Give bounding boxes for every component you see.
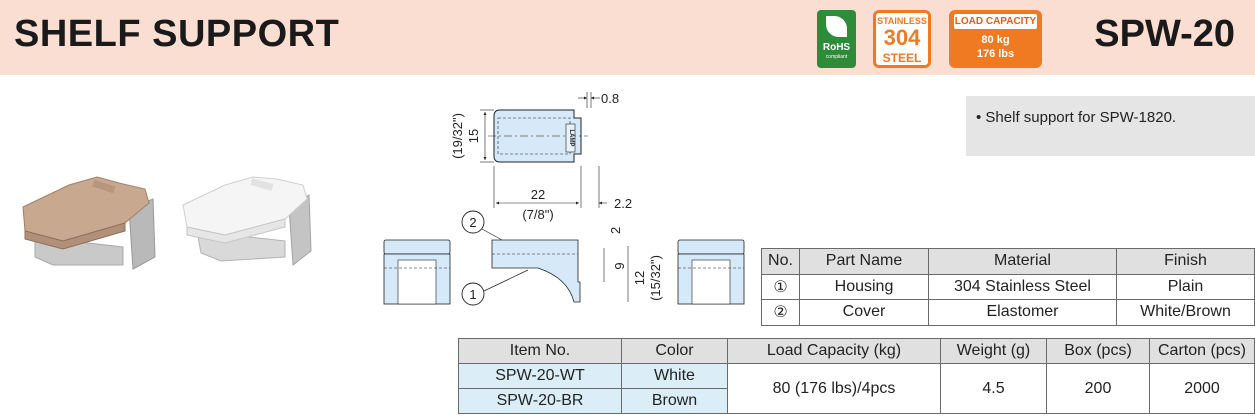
stainless-steel-badge: STAINLESS 304 STEEL — [873, 10, 931, 68]
model-number: SPW-20 — [1094, 13, 1235, 55]
part-no: ① — [761, 273, 800, 300]
item-no: SPW-20-WT — [458, 363, 622, 389]
page-title: SHELF SUPPORT — [14, 13, 340, 55]
dim-12: 12 — [632, 271, 647, 285]
dim-15-32: (15/32") — [648, 255, 663, 301]
dim-7-8: (7/8") — [522, 207, 553, 222]
part-material: Elastomer — [928, 299, 1117, 326]
drawing-logo: LAMP — [568, 130, 574, 147]
top-view: LAMP — [488, 109, 588, 163]
load-capacity-badge: LOAD CAPACITY 80 kg 176 lbs — [949, 10, 1042, 68]
col-part-name: Part Name — [799, 248, 929, 275]
spec-table: Item No. Color Load Capacity (kg) Weight… — [458, 338, 1255, 414]
col-no: No. — [761, 248, 800, 275]
brown-support-image — [22, 176, 156, 270]
col-material: Material — [928, 248, 1117, 275]
feature-box: • Shelf support for SPW-1820. — [966, 96, 1255, 156]
load-capacity-kg: 80 kg — [981, 34, 1010, 46]
col-finish: Finish — [1116, 248, 1255, 275]
dim-0-8: 0.8 — [601, 91, 619, 106]
item-color: Brown — [621, 388, 728, 414]
product-photo — [22, 176, 312, 270]
item-no: SPW-20-BR — [458, 388, 622, 414]
feature-item: • Shelf support for SPW-1820. — [976, 109, 1177, 126]
part-name: Housing — [799, 273, 929, 300]
load-capacity-label: LOAD CAPACITY — [954, 14, 1037, 29]
part-name: Cover — [799, 299, 929, 326]
table-row: ② Cover Elastomer White/Brown — [761, 299, 1255, 326]
col-carton: Carton (pcs) — [1149, 338, 1255, 364]
parts-header-row: No. Part Name Material Finish — [761, 248, 1255, 275]
col-weight: Weight (g) — [940, 338, 1047, 364]
header-band: SHELF SUPPORT RoHS compliant STAINLESS 3… — [0, 0, 1255, 75]
leaf-icon — [826, 16, 847, 37]
stainless-grade: 304 — [883, 25, 921, 50]
end-view — [677, 239, 745, 305]
part-no: ② — [761, 299, 800, 326]
part-material: 304 Stainless Steel — [928, 273, 1117, 300]
spec-header-row: Item No. Color Load Capacity (kg) Weight… — [458, 338, 1255, 364]
table-row: SPW-20-WT White 80 (176 lbs)/4pcs 4.5 20… — [458, 363, 1255, 414]
rohs-sublabel: compliant — [825, 54, 848, 60]
part-finish: Plain — [1116, 273, 1255, 300]
load-capacity-value: 80 (176 lbs)/4pcs — [727, 363, 941, 414]
weight-value: 4.5 — [940, 363, 1047, 414]
callout-1-label: 1 — [469, 287, 476, 302]
part-finish: White/Brown — [1116, 299, 1255, 326]
box-value: 200 — [1046, 363, 1150, 414]
stainless-label: STAINLESS — [877, 16, 927, 26]
col-color: Color — [621, 338, 728, 364]
callout-2: 2 — [461, 210, 503, 241]
col-load-capacity: Load Capacity (kg) — [727, 338, 941, 364]
side-view — [491, 239, 581, 303]
left-view — [383, 239, 451, 305]
white-support-image — [182, 176, 312, 266]
table-row: ① Housing 304 Stainless Steel Plain — [761, 273, 1255, 300]
load-capacity-lbs: 176 lbs — [976, 48, 1015, 60]
col-item-no: Item No. — [458, 338, 622, 364]
technical-drawing: LAMP 0.8 15 (19/32") 22 (7/8") 2.2 2 9 1… — [383, 91, 663, 306]
steel-label: STEEL — [882, 51, 922, 65]
dim-2: 2 — [608, 227, 623, 234]
dim-9: 9 — [612, 262, 627, 269]
carton-value: 2000 — [1149, 363, 1255, 414]
item-color: White — [621, 363, 728, 389]
parts-table: No. Part Name Material Finish ① Housing … — [761, 248, 1255, 326]
dim-19-32: (19/32") — [450, 113, 465, 159]
dim-22: 22 — [531, 187, 545, 202]
callout-2-label: 2 — [469, 215, 476, 230]
rohs-label: RoHS — [822, 42, 851, 53]
rohs-badge: RoHS compliant — [817, 10, 856, 68]
col-box: Box (pcs) — [1046, 338, 1150, 364]
dim-2-2: 2.2 — [614, 196, 632, 211]
callout-1: 1 — [461, 269, 529, 306]
dim-15: 15 — [466, 129, 481, 143]
